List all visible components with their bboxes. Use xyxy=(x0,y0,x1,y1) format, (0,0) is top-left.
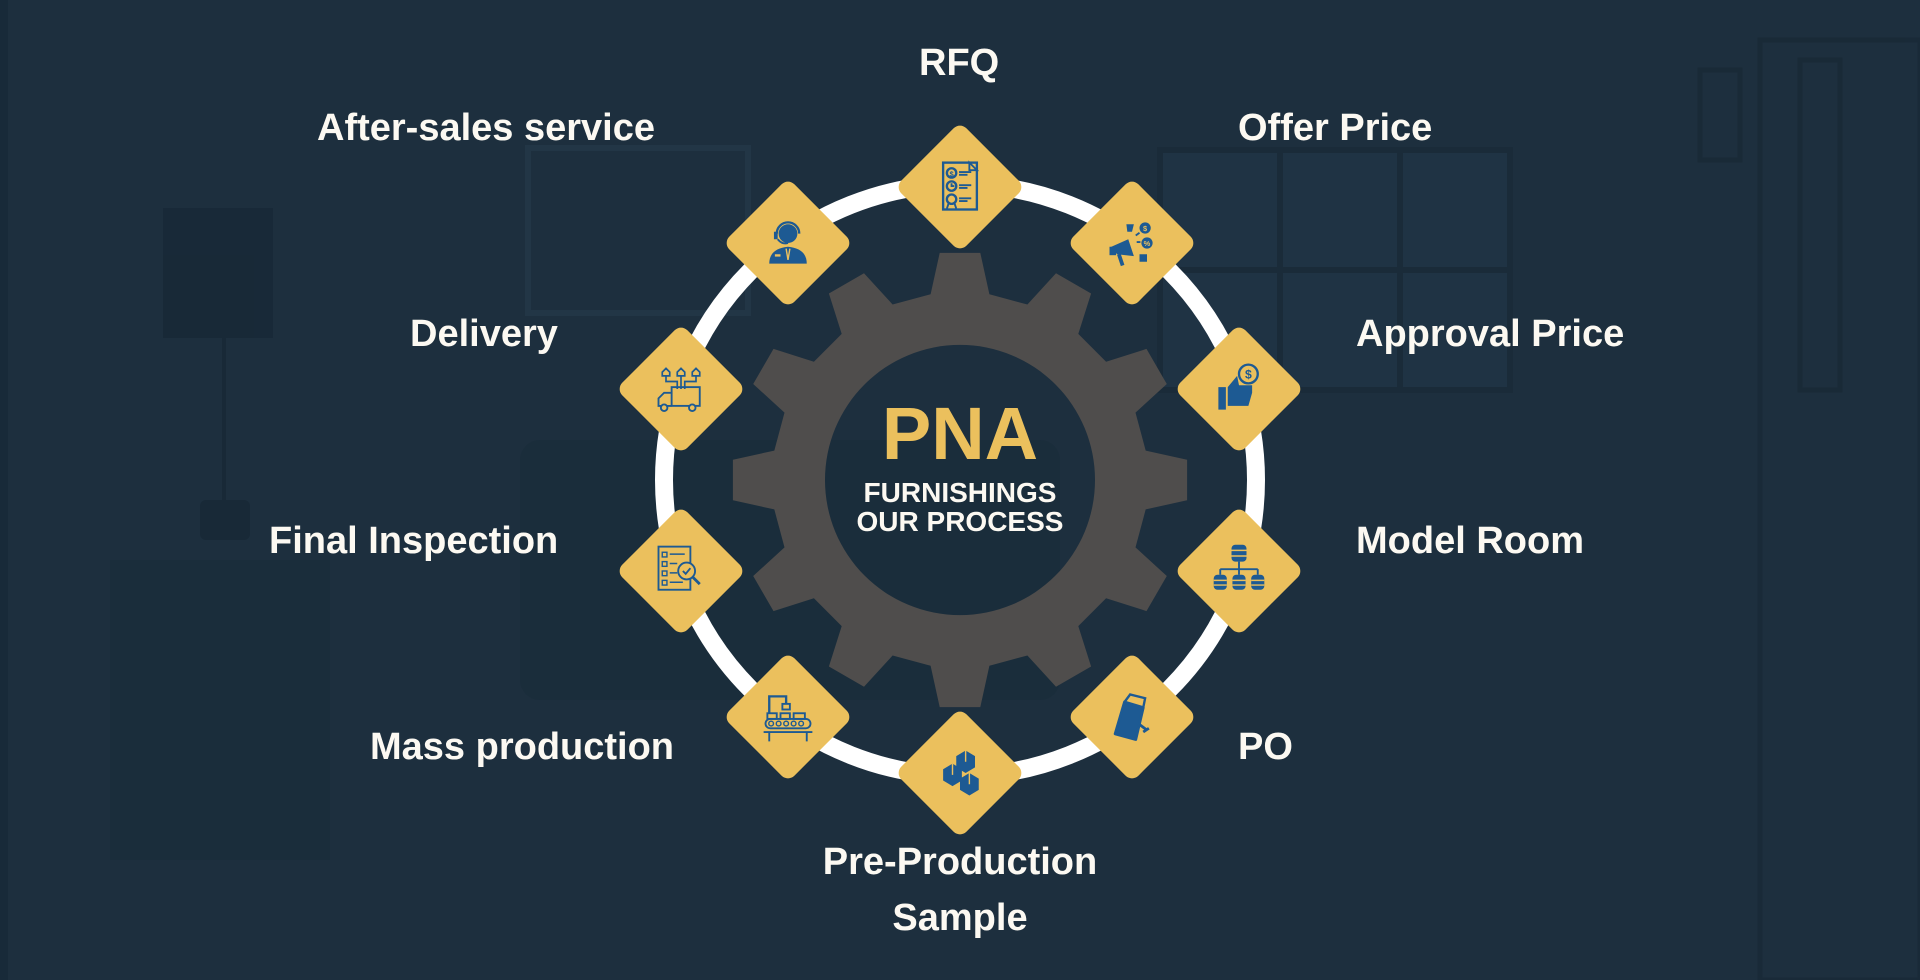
step-label-po: PO xyxy=(1238,726,1293,768)
conveyor-robot-icon xyxy=(763,695,813,742)
brand-name: PNA xyxy=(881,392,1039,475)
gear-shape xyxy=(732,252,1188,708)
step-label-after-sales-service: After-sales service xyxy=(317,107,655,149)
svg-text:%: % xyxy=(1144,239,1151,248)
step-label-offer-price: Offer Price xyxy=(1238,107,1433,149)
svg-text:$: $ xyxy=(1143,224,1148,233)
step-label-approval-price: Approval Price xyxy=(1356,313,1625,355)
svg-text:$: $ xyxy=(949,170,954,179)
checklist-magnifier-icon xyxy=(657,545,702,591)
support-agent-icon xyxy=(769,221,807,264)
step-label-mass-production: Mass production xyxy=(370,726,675,768)
process-subtitle: OUR PROCESS xyxy=(856,506,1064,537)
step-label-model-room: Model Room xyxy=(1356,520,1584,562)
boxes-icon xyxy=(943,750,979,796)
delivery-truck-icon xyxy=(657,367,702,413)
svg-text:$: $ xyxy=(1245,368,1252,382)
step-label-line2: Sample xyxy=(892,897,1028,939)
step-label-delivery: Delivery xyxy=(410,313,558,355)
quotation-document-icon: $ xyxy=(941,160,980,211)
payment-terminal-icon xyxy=(1113,693,1150,741)
step-label-final-inspection: Final Inspection xyxy=(269,520,559,562)
step-label-pre-production-sample: Pre-Production Sample xyxy=(780,834,1140,946)
brand-subtitle: FURNISHINGS xyxy=(863,477,1057,508)
step-label-line1: Pre-Production xyxy=(822,841,1098,883)
database-hierarchy-icon xyxy=(1213,544,1264,590)
megaphone-offer-icon: $% xyxy=(1109,222,1153,267)
thumbs-up-dollar-icon: $ xyxy=(1218,363,1259,411)
step-label-rfq: RFQ xyxy=(919,42,1000,84)
